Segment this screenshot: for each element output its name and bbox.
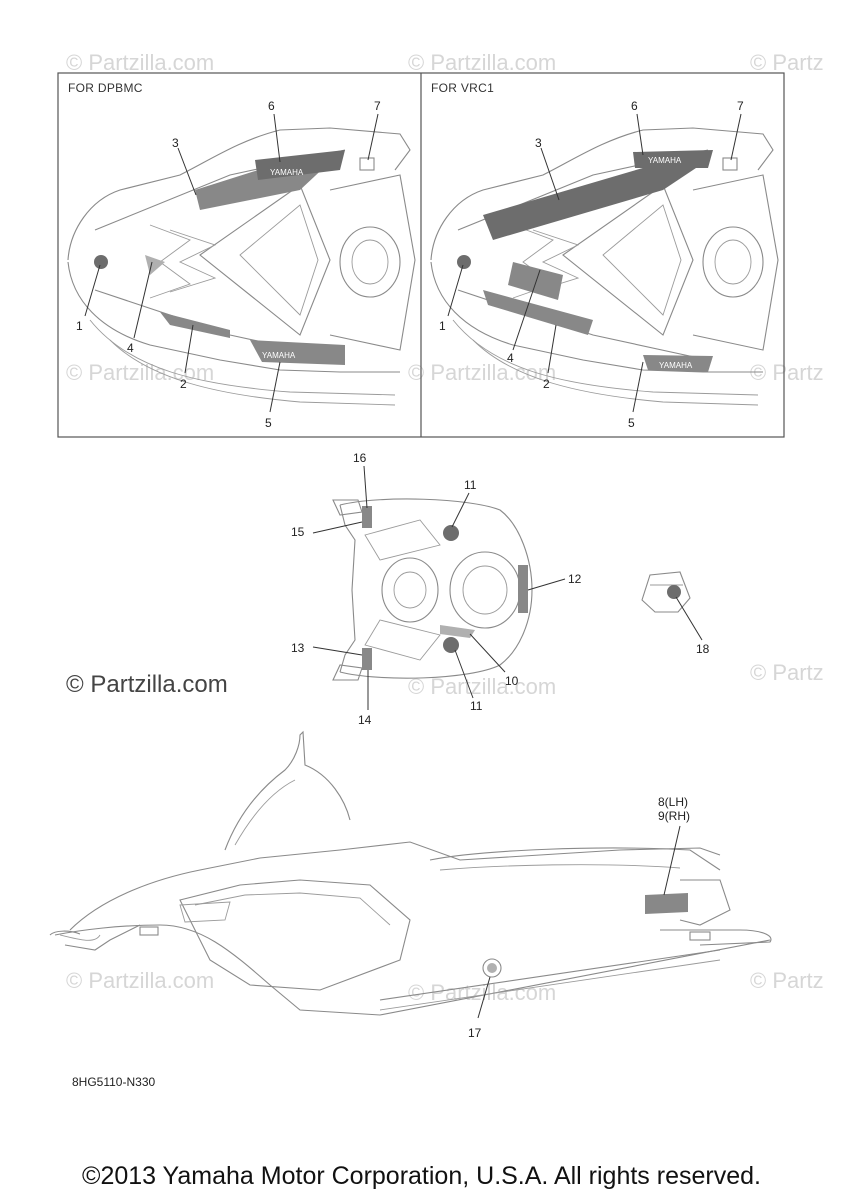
callout-7: 7	[374, 99, 381, 113]
watermark: © Partzilla.com	[66, 50, 214, 75]
watermark: © Partzilla.com	[66, 360, 214, 385]
watermark-main: © Partzilla.com	[66, 671, 228, 698]
decal-10	[440, 625, 475, 638]
callout-1: 1	[76, 319, 83, 333]
snowmobile-front-view-drawing: YAMAHA YAMAHA	[430, 127, 779, 406]
snowmobile-side-view-drawing	[49, 730, 772, 1016]
decal-11	[443, 525, 459, 541]
decal-18	[667, 585, 681, 599]
watermark: © Partzilla.com	[408, 360, 556, 385]
decal-17	[482, 958, 502, 978]
copyright-notice: ©2013 Yamaha Motor Corporation, U.S.A. A…	[82, 1162, 761, 1190]
snowmobile-front-view-drawing: YAMAHA YAMAHA	[67, 127, 416, 406]
callout-10: 10	[505, 674, 519, 688]
decal-12	[518, 565, 528, 613]
watermark: © Partz	[750, 50, 824, 75]
callout-4: 4	[127, 341, 134, 355]
decal-13-14	[362, 648, 372, 670]
callout-11: 11	[464, 478, 477, 492]
panel-title: FOR VRC1	[431, 81, 494, 95]
callout-16: 16	[353, 451, 367, 465]
decal-6-text: YAMAHA	[648, 156, 682, 165]
callout-15: 15	[291, 525, 305, 539]
callout-5: 5	[628, 416, 635, 430]
decal-11	[443, 637, 459, 653]
callout-5: 5	[265, 416, 272, 430]
callout-2: 2	[543, 377, 550, 391]
decal-4	[508, 262, 563, 300]
watermark: © Partzilla.com	[408, 50, 556, 75]
watermark-layer: © Partzilla.com © Partzilla.com © Partz …	[66, 50, 824, 1005]
callout-9: 9(RH)	[658, 809, 690, 823]
watermark: © Partzilla.com	[66, 968, 214, 993]
panel-dpbmc: FOR DPBMC YAMAHA	[67, 81, 416, 430]
callout-1: 1	[439, 319, 446, 333]
callout-2: 2	[180, 377, 187, 391]
decal-5	[250, 340, 345, 365]
decal-5-text: YAMAHA	[262, 351, 296, 360]
decal-5-text: YAMAHA	[659, 361, 693, 370]
decal-6	[255, 150, 345, 180]
watermark: © Partz	[750, 660, 824, 685]
watermark: © Partz	[750, 968, 824, 993]
callout-14: 14	[358, 713, 372, 727]
callout-13: 13	[291, 641, 305, 655]
decal-8-9	[645, 893, 688, 914]
callout-4: 4	[507, 351, 514, 365]
decal-6	[633, 150, 713, 168]
decal-1	[94, 255, 108, 269]
decal-1	[457, 255, 471, 269]
decal-7	[722, 157, 738, 171]
decal-4	[145, 255, 165, 275]
decal-17-center	[487, 963, 497, 973]
diagram-code: 8HG5110-N330	[72, 1075, 155, 1089]
decal-2	[483, 290, 593, 335]
watermark: © Partzilla.com	[408, 674, 556, 699]
callout-17: 17	[468, 1026, 482, 1040]
callout-18: 18	[696, 642, 710, 656]
callout-3: 3	[535, 136, 542, 150]
callout-12: 12	[568, 572, 582, 586]
decal-6-text: YAMAHA	[270, 168, 304, 177]
callout-11: 11	[470, 699, 483, 713]
decal-2	[160, 312, 230, 338]
callout-3: 3	[172, 136, 179, 150]
decal-3	[483, 160, 708, 240]
callout-6: 6	[268, 99, 275, 113]
panel-vrc1: FOR VRC1 YAMAHA YAMAHA	[430, 81, 779, 430]
callout-7: 7	[737, 99, 744, 113]
decal-7	[359, 157, 375, 171]
decal-5	[643, 355, 713, 372]
decal-rear-side	[689, 931, 711, 941]
part-18-drawing	[641, 571, 691, 613]
hood-top-view-drawing	[332, 498, 533, 681]
decal-15-16	[362, 506, 372, 528]
callout-8: 8(LH)	[658, 795, 688, 809]
panel-title: FOR DPBMC	[68, 81, 143, 95]
callout-6: 6	[631, 99, 638, 113]
decal-front-side	[139, 926, 159, 936]
